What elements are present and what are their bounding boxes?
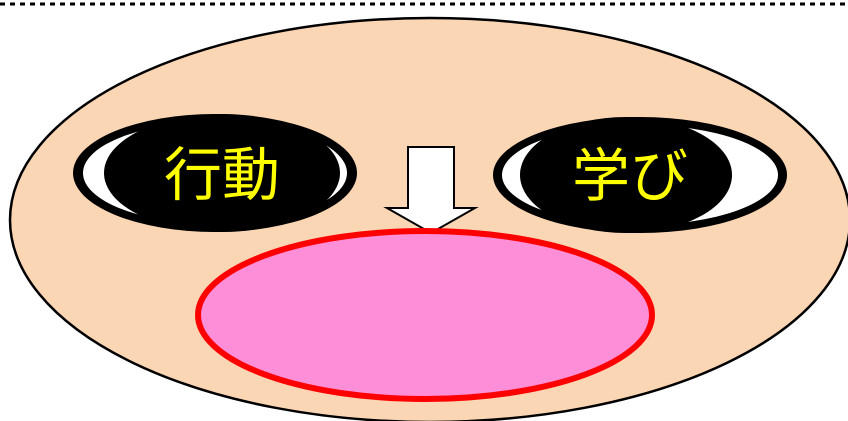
mouth-shape bbox=[195, 228, 655, 402]
left-eye-pupil bbox=[104, 114, 340, 232]
right-eye-pupil bbox=[520, 117, 732, 233]
right-eye-label: 学び bbox=[572, 142, 688, 210]
left-eye: 行動 bbox=[73, 114, 357, 232]
left-eye-label: 行動 bbox=[164, 141, 280, 209]
down-arrow-icon bbox=[383, 146, 479, 235]
right-eye: 学び bbox=[493, 117, 787, 233]
